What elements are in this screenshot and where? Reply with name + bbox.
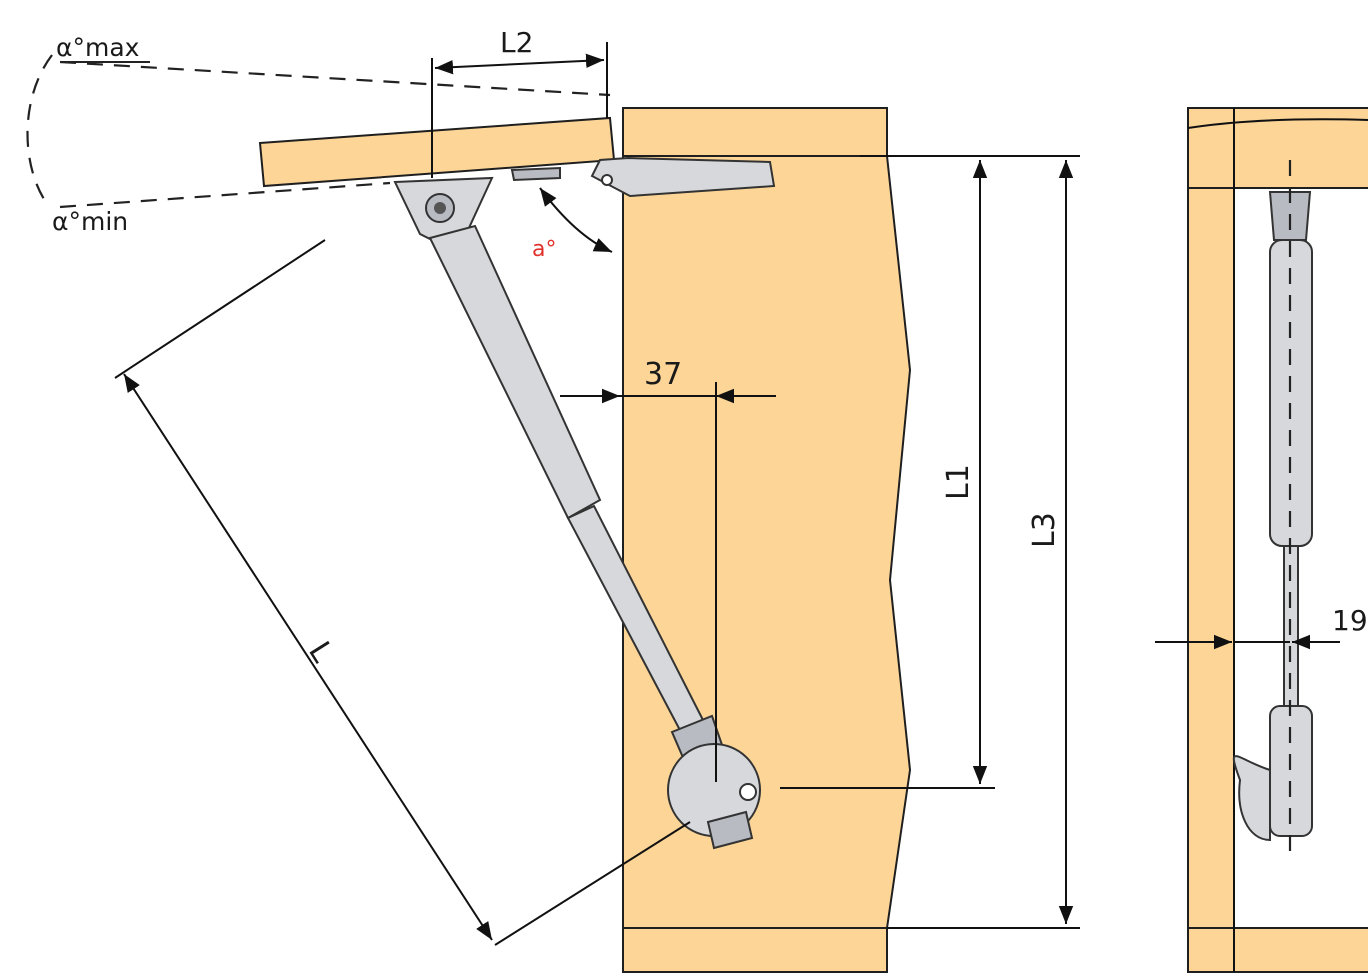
dim-l	[114, 239, 691, 946]
front-top-panel	[1187, 107, 1368, 189]
label-alpha-min: α°min	[52, 207, 128, 236]
cabinet-top-panel	[622, 107, 888, 157]
label-a-angle: a°	[532, 237, 556, 262]
dim-l3	[887, 160, 1080, 929]
label-l: L	[301, 636, 340, 669]
cabinet-side-panel	[622, 155, 912, 929]
angle-a-arc	[539, 187, 613, 253]
gas-strut	[393, 176, 761, 850]
cabinet-bottom-panel	[622, 927, 888, 973]
dim-37	[560, 382, 776, 782]
label-l3: L3	[1027, 512, 1062, 548]
dim-l1	[780, 155, 1080, 789]
label-alpha-max: α°max	[56, 33, 139, 62]
cabinet-side-view	[622, 107, 912, 973]
cabinet-front-view	[1187, 107, 1368, 973]
label-37: 37	[644, 357, 682, 392]
dim-l2	[431, 42, 608, 178]
label-l2: L2	[500, 26, 533, 59]
front-side-panel	[1187, 187, 1235, 929]
front-bottom-panel	[1187, 927, 1368, 973]
label-19: 19	[1332, 604, 1368, 637]
gas-strut-front	[1232, 160, 1313, 860]
label-l1: L1	[941, 464, 976, 500]
flap-hinge	[510, 156, 776, 198]
angle-indicator-lines	[26, 54, 611, 209]
